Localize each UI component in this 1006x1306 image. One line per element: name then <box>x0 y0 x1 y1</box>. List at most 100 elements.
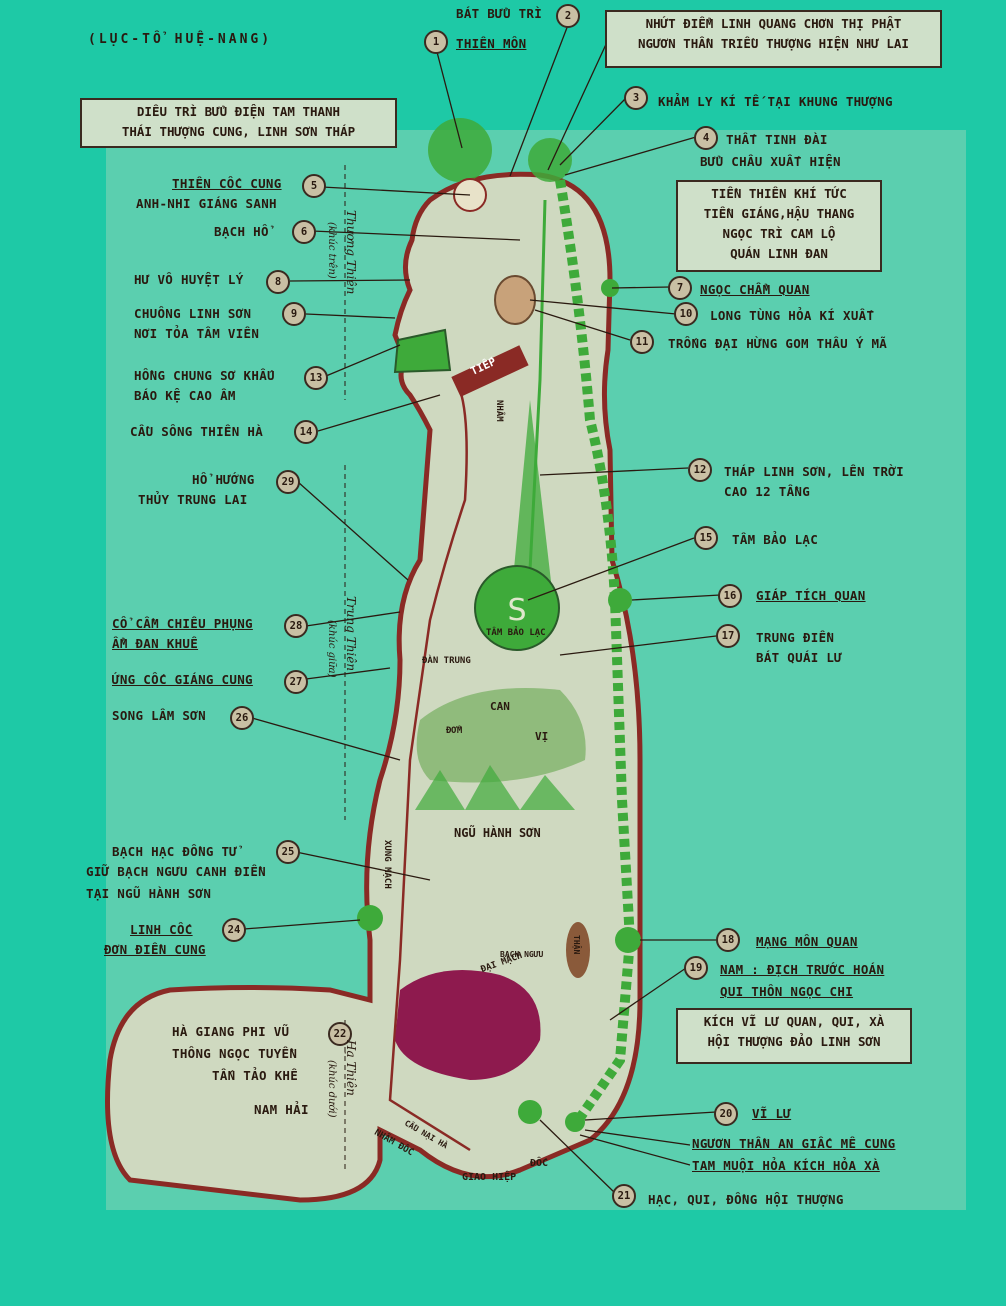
number-badge: 4 <box>694 126 718 150</box>
number-badge: 7 <box>668 276 692 300</box>
number-badge: 9 <box>282 302 306 326</box>
label-linh-coc-1: LINH CỐC <box>130 922 193 937</box>
organs <box>416 688 586 783</box>
number-badge: 1 <box>424 30 448 54</box>
label-that-tinh-2: BỬU CHÂU XUẤT HIỆN <box>700 154 841 169</box>
box-line: THÁI THƯỢNG CUNG, LINH SƠN THÁP <box>121 124 356 139</box>
box-line: NHỨT ĐIỂM LINH QUANG CHƠN THỊ PHẬT <box>645 16 902 31</box>
number-badge: 2 <box>556 4 580 28</box>
head-bulb-left <box>428 118 492 182</box>
number-badge: 8 <box>266 270 290 294</box>
label-nguon-than-2: TAM MUỘI HỎA KÍCH HỎA XÀ <box>692 1158 880 1173</box>
tiep-block <box>451 345 529 397</box>
number-badge: 3 <box>624 86 648 110</box>
inner-than: THẬN <box>572 935 581 955</box>
vertical-khuc-giua: (khúc giữa) <box>326 620 337 678</box>
number-badge: 22 <box>328 1022 352 1046</box>
number-badge: 21 <box>612 1184 636 1208</box>
label-vi-lu: VĨ LƯ <box>752 1106 792 1121</box>
label-nam-2: QUI THÔN NGỌC CHI <box>720 984 854 999</box>
label-ha-giang-2: THÔNG NGỌC TUYỀN <box>172 1046 298 1061</box>
number-badge: 13 <box>304 366 328 390</box>
label-ho-huong-2: THỦY TRUNG LAI <box>138 492 248 507</box>
inner-giao-hiep: GIAO HIỆP <box>462 1172 517 1183</box>
five-mountains <box>415 765 575 810</box>
label-co-cam-1: CỔ CẦM CHIÊU PHỤNG <box>112 616 253 631</box>
label-thien-coc-1: THIÊN CỐC CUNG <box>172 176 282 191</box>
label-mang-mon: MẠNG MÔN QUAN <box>756 934 858 949</box>
spine-channel <box>555 179 636 1128</box>
kidney-shape <box>566 922 590 978</box>
label-trung-dien-2: BÁT QUÁI LƯ <box>756 650 843 665</box>
page-title: (LỤC-TỔ HUỆ-NANG) <box>88 32 273 47</box>
vertical-ha-thien: Hạ Thiên <box>344 1040 358 1096</box>
number-badge: 14 <box>294 420 318 444</box>
label-nguon-than-1: NGƯƠN THẦN AN GIẤC MÊ CUNG <box>692 1136 896 1151</box>
heart-circle <box>474 565 560 651</box>
label-ha-giang-1: HÀ GIANG PHI VŨ <box>172 1024 290 1039</box>
inner-dan-trung: ĐÀN TRUNG <box>422 656 471 666</box>
vertical-thuong-thien: Thượng Thiên <box>344 210 358 295</box>
inner-don: ĐỞM <box>446 726 463 736</box>
label-trung-dien-1: TRUNG ĐIỀN <box>756 630 835 645</box>
number-badge: 26 <box>230 706 254 730</box>
label-chuong-linh-2: NƠI TỎA TÂM VIÊN <box>134 326 260 341</box>
label-trong-dai: TRỐNG ĐẠI HỪNG GOM THÂU Ý MÃ <box>668 336 888 351</box>
number-badge: 12 <box>688 458 712 482</box>
label-hong-chung-2: BÁO KỆ CAO ÂM <box>134 388 236 403</box>
number-badge: 18 <box>716 928 740 952</box>
inner-xung-mach: XUNG MẠCH <box>382 840 392 889</box>
number-badge: 6 <box>292 220 316 244</box>
label-bach-ho: BẠCH HỔ <box>214 224 269 239</box>
box-line: QUÁN LINH ĐAN <box>730 246 828 261</box>
node-7 <box>601 279 619 297</box>
label-ha-giang-3: TẤN TẢO KHÊ <box>212 1068 299 1083</box>
number-badge: 5 <box>302 174 326 198</box>
node-18 <box>615 927 641 953</box>
number-badge: 20 <box>714 1102 738 1126</box>
drum-shape <box>494 275 536 325</box>
label-bach-hac-1: BẠCH HẠC ĐỒNG TỬ <box>112 844 238 859</box>
number-badge: 19 <box>684 956 708 980</box>
inner-doc: ĐỐC <box>530 1158 549 1169</box>
node-21 <box>518 1100 542 1124</box>
box-line: DIÊU TRÌ BỬU ĐIỆN TAM THANH <box>136 104 341 119</box>
label-thap-linh-2: CAO 12 TẦNG <box>724 484 811 499</box>
label-giap-tich: GIÁP TÍCH QUAN <box>756 588 866 603</box>
label-thien-coc-2: ANH-NHI GIÁNG SANH <box>136 196 277 211</box>
label-hac-qui: HẠC, QUI, ĐỒNG HỘI THƯỢNG <box>648 1192 844 1207</box>
number-badge: 24 <box>222 918 246 942</box>
box-line: NGỌC TRÌ CAM LỘ <box>722 226 836 241</box>
number-badge: 25 <box>276 840 300 864</box>
label-tam-bao: TÂM BẢO LẠC <box>732 532 819 547</box>
inner-bach-nguu: BẠCH NGƯU <box>500 950 544 959</box>
box-right-low: KÍCH VĨ LƯ QUAN, QUI, XÀ HỘI THƯỢNG ĐẢO … <box>676 1008 912 1064</box>
label-hu-vo: HƯ VÔ HUYỆT LÝ <box>134 272 244 287</box>
label-that-tinh-1: THẤT TINH ĐÀI <box>726 132 828 147</box>
inner-tam-bao-lac: TÂM BẢO LẠC <box>486 628 546 638</box>
box-top-left: DIÊU TRÌ BỬU ĐIỆN TAM THANH THÁI THƯỢNG … <box>80 98 397 148</box>
vertical-trung-thien: Trung Thiên <box>344 596 358 672</box>
inner-ngu-hanh-son: NGŨ HÀNH SƠN <box>454 826 541 840</box>
box-line: TIỀN THIÊN KHÍ TỨC <box>711 186 847 201</box>
label-kham-ly: KHẢM LY KÍ TẾ TẠI KHUNG THƯỢNG <box>658 94 893 109</box>
head-bulb-right <box>528 138 572 182</box>
inner-nham: NHÂM <box>494 400 504 422</box>
box-top-right: NHỨT ĐIỂM LINH QUANG CHƠN THỊ PHẬT NGƯƠN… <box>605 10 942 68</box>
number-badge: 17 <box>716 624 740 648</box>
number-badge: 11 <box>630 330 654 354</box>
number-badge: 29 <box>276 470 300 494</box>
inner-vi: VỊ <box>535 730 549 743</box>
number-badge: 28 <box>284 614 308 638</box>
label-co-cam-2: ẨM ĐAN KHUÊ <box>112 636 199 651</box>
leader-lines <box>243 24 721 1195</box>
label-ngoc-cham: NGỌC CHẨM QUAN <box>700 282 810 297</box>
svg-text:S: S <box>507 593 526 628</box>
label-chuong-linh-1: CHUÔNG LINH SƠN <box>134 306 252 321</box>
label-long-tung: LONG TÙNG HỎA KÍ XUẤT <box>710 308 875 323</box>
body-silhouette <box>105 171 643 1203</box>
inner-can: CAN <box>490 700 510 713</box>
vertical-khuc-tren: (khúc trên) <box>326 222 337 279</box>
